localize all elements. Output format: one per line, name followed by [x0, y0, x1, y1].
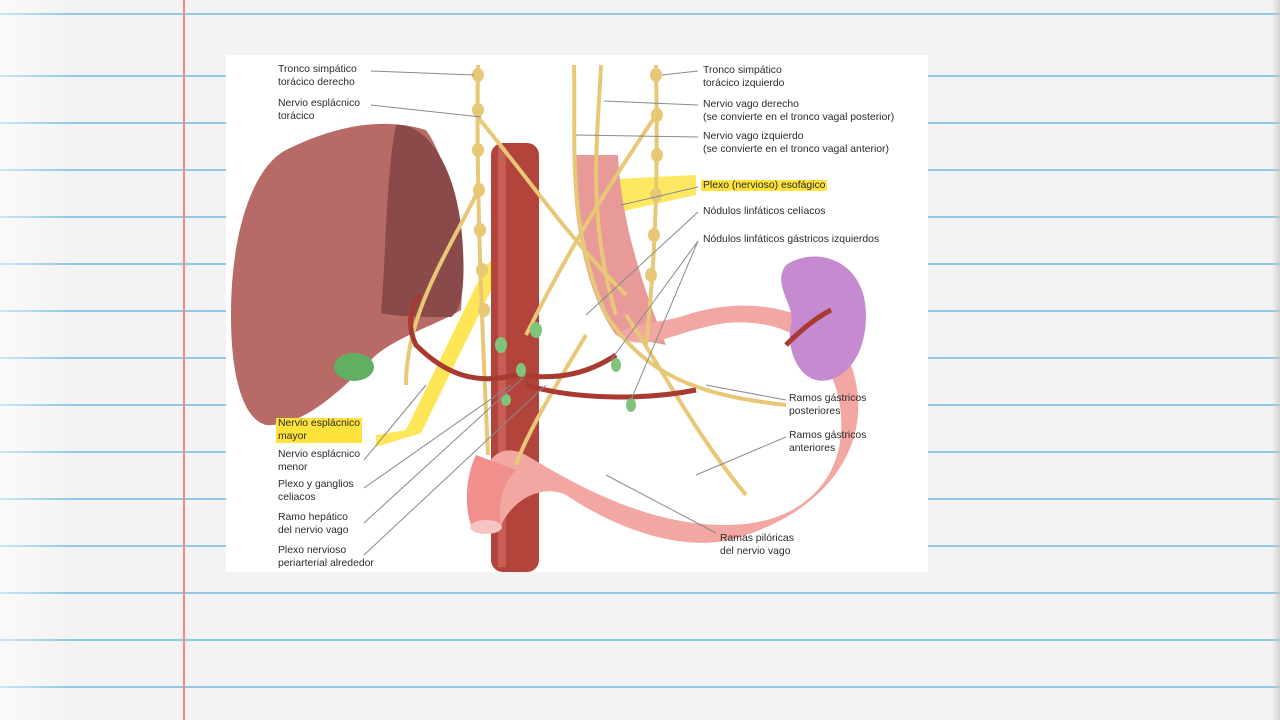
plexo-nerve-b: [524, 113, 658, 336]
ganglia: [472, 68, 663, 317]
lymph-nodes: [495, 322, 636, 412]
highlight-band-esplacnico-mayor: [376, 240, 526, 447]
stomach: [476, 305, 859, 543]
label-plexo-ganglios-celiacos: Plexo y ganglios celiacos: [278, 479, 354, 503]
spleen: [781, 256, 866, 381]
label-nervio-esplacnico-mayor: Nervio esplácnico mayor: [276, 418, 363, 443]
label-ramos-gastricos-posteriores: Ramos gástricos posteriores: [789, 393, 867, 417]
plexo-nerve-a: [474, 113, 628, 297]
celiac-arteries: [408, 293, 833, 400]
page-right-edge: [1272, 0, 1280, 720]
label-nervio-vago-izquierdo: Nervio vago izquierdo (se convierte en e…: [703, 131, 889, 155]
duodenum-opening: [470, 520, 502, 534]
gastric-nerve-b: [624, 313, 748, 497]
notebook-margin-line: [183, 0, 185, 720]
label-nervio-esplacnico-toracico: Nervio esplácnico torácico: [278, 98, 361, 122]
gastric-nerve-c: [514, 333, 588, 466]
tronco-simpatico-izquierdo-line: [644, 64, 659, 346]
gastric-nerve-a: [604, 313, 787, 407]
page-left-shading: [0, 0, 70, 720]
label-nodulos-celiacos: Nódulos linfáticos celíacos: [703, 206, 826, 217]
anatomy-figure: Tronco simpático torácico derecho Nervio…: [226, 55, 928, 572]
label-nodulos-gastricos-izquierdos: Nódulos linfáticos gástricos izquierdos: [703, 234, 880, 245]
duodenum: [466, 455, 516, 527]
nervio-vago-izquierdo-line: [572, 64, 608, 316]
label-ramo-hepatico: Ramo hepático del nervio vago: [278, 512, 349, 536]
liver-cut-surface: [381, 124, 464, 317]
label-nervio-esplacnico-menor: Nervio esplácnico menor: [278, 449, 361, 473]
label-tronco-simpatico-derecho: Tronco simpático torácico derecho: [278, 64, 357, 88]
anatomy-illustration: [231, 64, 866, 572]
label-nervio-vago-derecho: Nervio vago derecho (se convierte en el …: [703, 99, 895, 123]
nerve-network: [404, 64, 787, 497]
label-tronco-simpatico-izquierdo: Tronco simpático torácico izquierdo: [703, 65, 785, 89]
leader-lines: [363, 70, 787, 556]
nervio-vago-derecho-line: [594, 64, 618, 316]
label-plexo-periarterial: Plexo nervioso periarterial alrededor: [278, 545, 374, 569]
highlight-plexo-esofagico: Plexo (nervioso) esofágico: [701, 180, 828, 191]
label-ramas-piloricas: Ramas pilóricas del nervio vago: [720, 533, 794, 557]
aorta-highlight: [498, 147, 506, 567]
label-plexo-esofagico: Plexo (nervioso) esofágico: [701, 180, 828, 193]
gallbladder: [334, 353, 374, 381]
label-ramos-gastricos-anteriores: Ramos gástricos anteriores: [789, 430, 867, 454]
esplacnico-mayor-line: [404, 194, 478, 386]
